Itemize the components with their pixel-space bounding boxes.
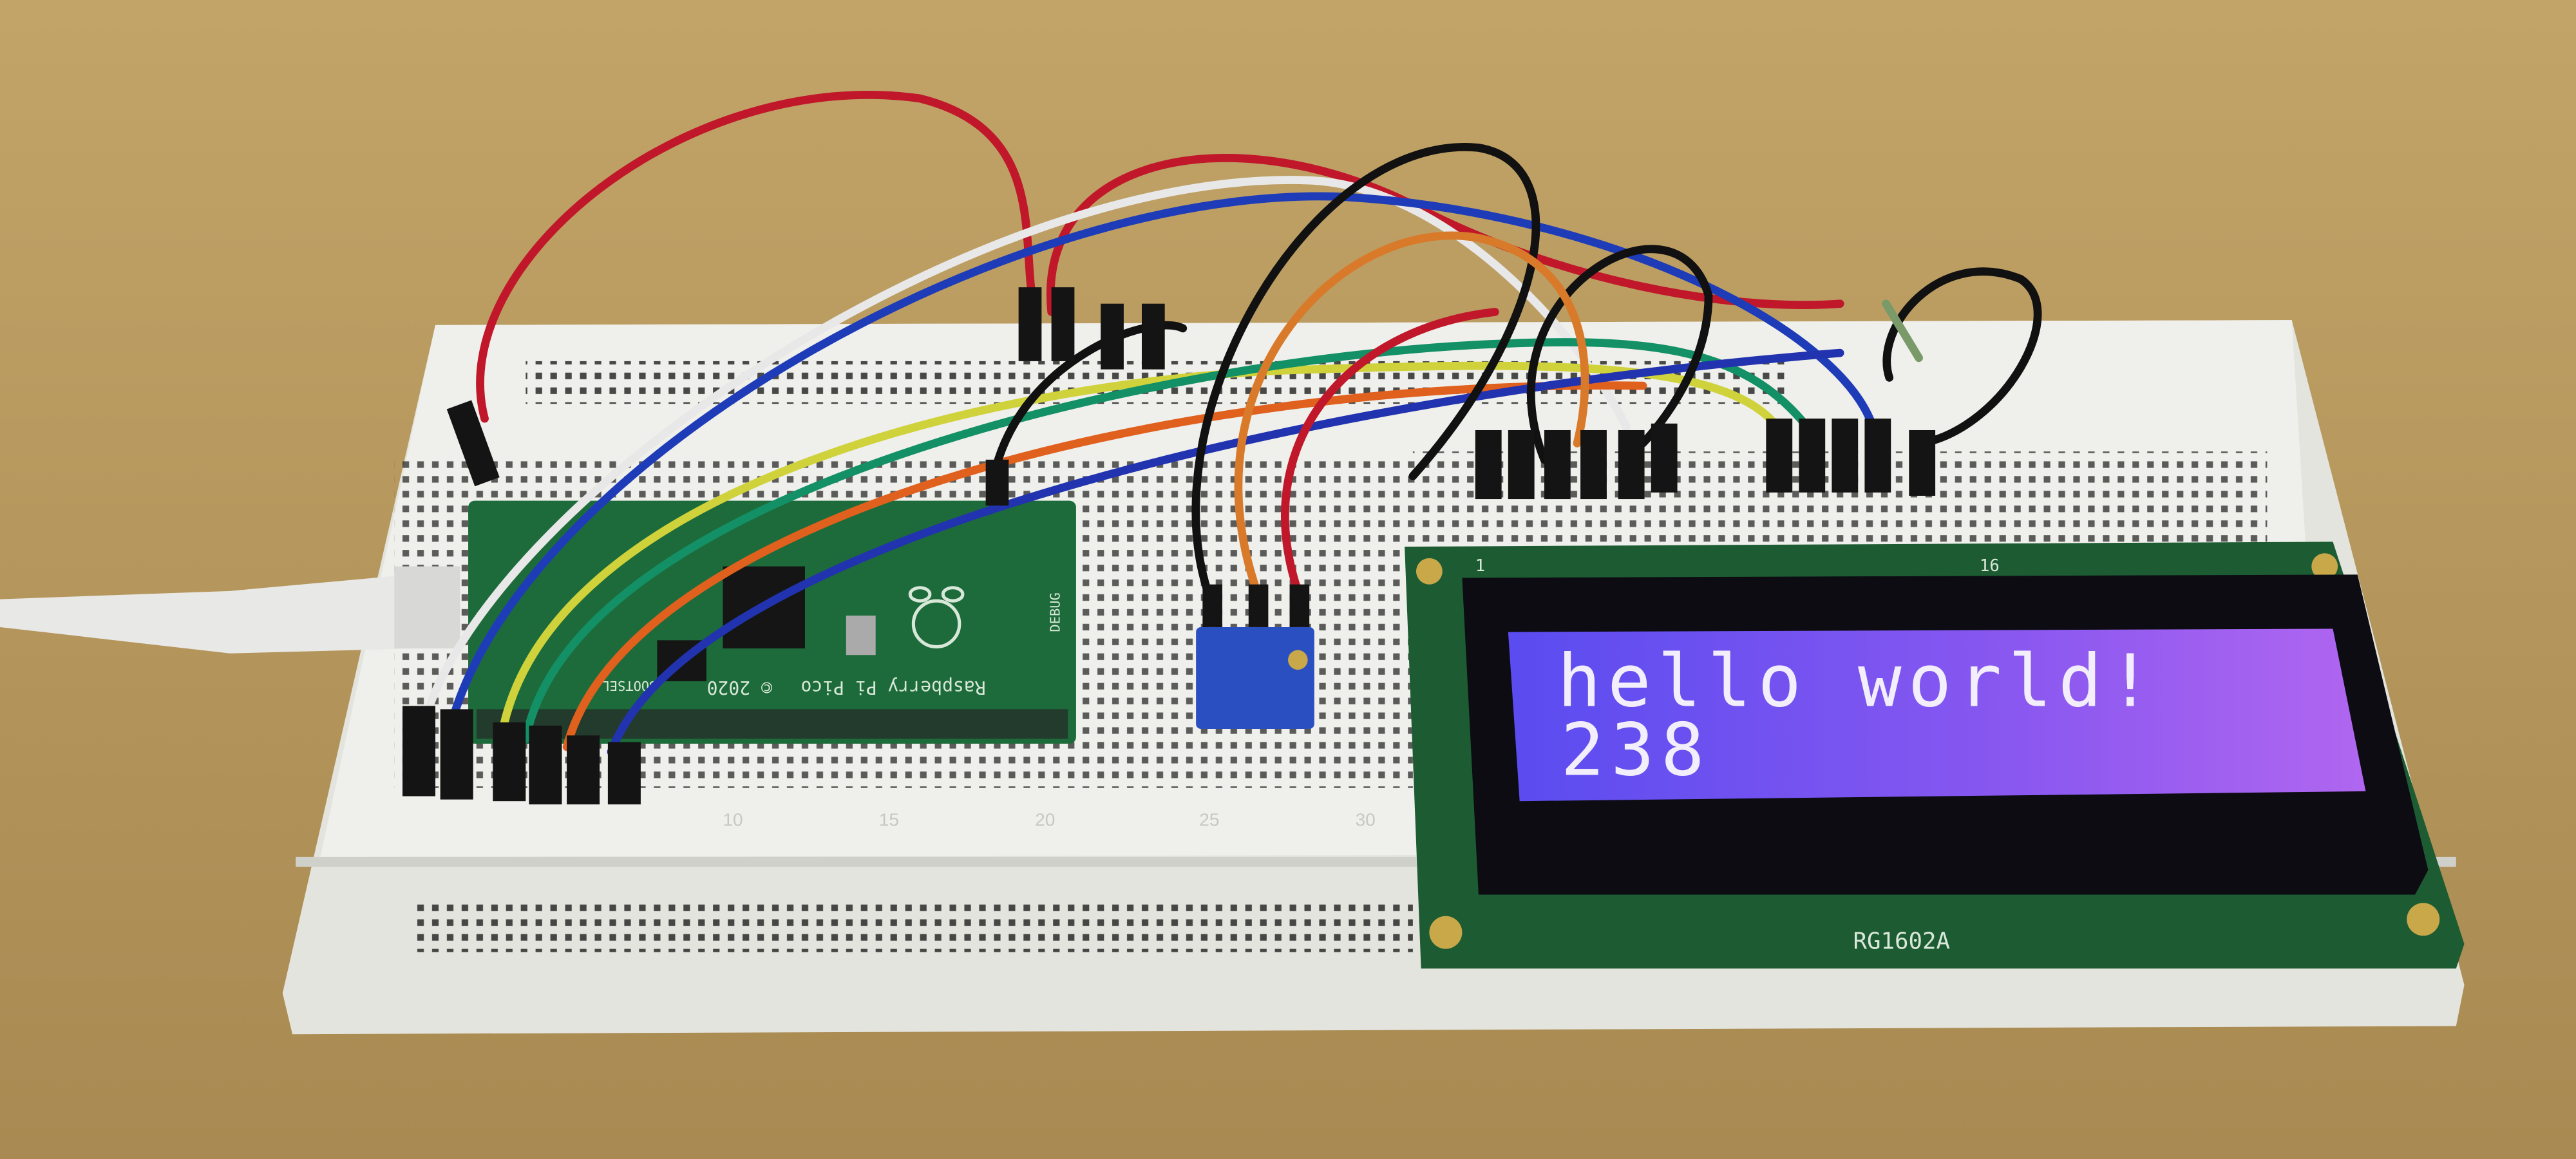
pico-year: © 2020: [707, 677, 772, 698]
column-number: 25: [1199, 809, 1219, 829]
wire-orange: [562, 381, 1647, 751]
pico-name: Raspberry Pi Pico: [800, 677, 985, 698]
jumper-wires: [419, 91, 2042, 757]
lcd-line-1: hello world!: [1557, 639, 2158, 723]
bootsel-label: BOOTSEL: [601, 678, 657, 693]
lcd-model-label: RG1602A: [1853, 928, 1950, 955]
potentiometer: [1196, 627, 1314, 730]
column-number: 15: [879, 809, 899, 829]
bottom-power-rail-holes: [410, 903, 1413, 952]
lcd-screen: [1508, 628, 2366, 802]
jumper-connectors: [402, 287, 1936, 805]
resistor: [1882, 299, 1923, 363]
crystal: [846, 616, 876, 655]
wire-blue: [448, 192, 1877, 727]
wire-red: [476, 91, 1039, 423]
wire-black: [1191, 143, 1540, 596]
debug-label: DEBUG: [1047, 592, 1063, 632]
wire-blue: [607, 348, 1844, 757]
lcd-line-2: 238: [1560, 708, 1710, 792]
column-number: 30: [1356, 809, 1376, 829]
pin-label-first: 1: [1475, 556, 1485, 576]
raspberry-logo-icon: [908, 586, 965, 649]
pin-label-last: 16: [1980, 556, 2000, 576]
wire-orange: [1234, 231, 1589, 596]
column-number: 10: [723, 809, 743, 829]
lcd-module: 1 16 hello world! 238 RG1602A: [1405, 542, 2465, 969]
column-number: 20: [1035, 809, 1055, 829]
pico-pin-row: [476, 709, 1068, 739]
usb-cable: [0, 566, 460, 654]
wire-red: [1281, 308, 1499, 596]
wire-black: [1526, 245, 1713, 464]
